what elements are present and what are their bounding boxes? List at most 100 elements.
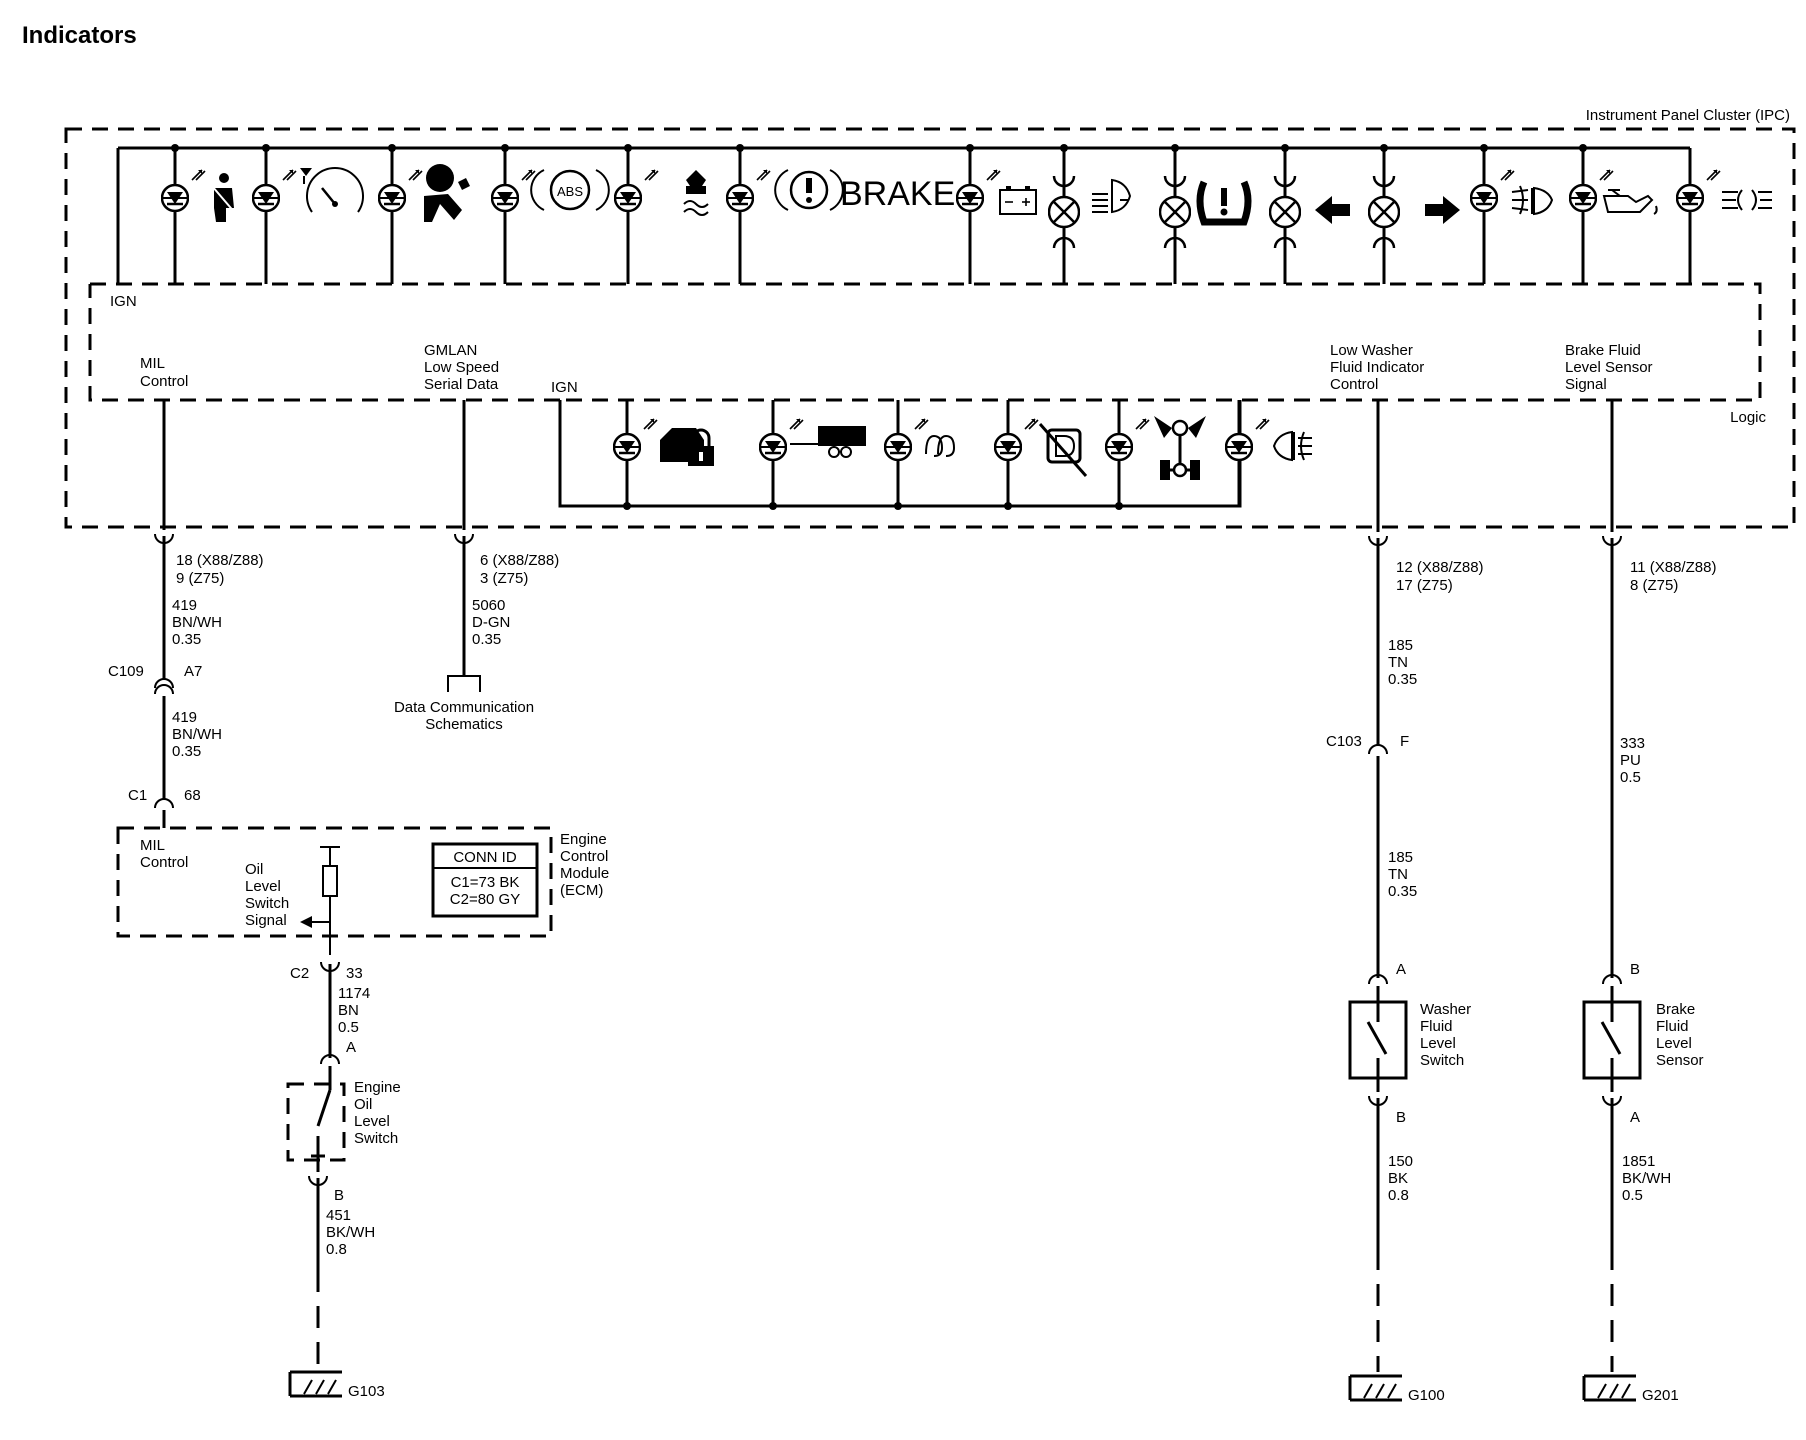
c1-label: C1 xyxy=(128,787,147,804)
arrow-right-icon xyxy=(1425,196,1460,224)
led-icon-cruise xyxy=(378,169,423,212)
brake-sensor-pin-bottom: A xyxy=(1630,1109,1640,1126)
abs-label: ABS xyxy=(557,184,583,199)
c103-connector xyxy=(1368,744,1388,755)
c109-connector xyxy=(154,678,174,695)
g103-label: G103 xyxy=(348,1383,385,1400)
c103-pin-label: F xyxy=(1400,733,1409,750)
c2-pin-label: 33 xyxy=(346,965,363,982)
oil-switch-top-connector xyxy=(320,1054,340,1065)
abs-icon: ABS xyxy=(530,169,610,211)
c2-label: C2 xyxy=(290,965,309,982)
ign-label: IGN xyxy=(110,293,137,310)
oil-switch-pin-top: A xyxy=(346,1039,356,1056)
led-icon-abs xyxy=(614,169,659,212)
oil-pressure-icon xyxy=(1602,189,1658,215)
led-icon-glow-plug xyxy=(884,418,929,461)
led-icon-airbag xyxy=(491,169,536,212)
mil-pin-label: 18 (X88/Z88)9 (Z75) xyxy=(176,552,264,587)
ground-icon-g100 xyxy=(1348,1374,1404,1402)
parking-lamp-icon xyxy=(1722,189,1772,211)
led-icon-mil xyxy=(161,169,206,212)
cruise-control-icon xyxy=(300,167,364,213)
top-indicator-wires xyxy=(173,148,1692,284)
lower-indicator-wires xyxy=(623,400,1241,510)
oil-switch-boundary xyxy=(286,1082,346,1162)
front-fog-icon xyxy=(1511,185,1554,216)
led-icon-traction xyxy=(726,169,771,212)
c103-label: C103 xyxy=(1326,733,1362,750)
g100-label: G100 xyxy=(1408,1387,1445,1404)
conn-id-c1: C1=73 BK xyxy=(451,874,520,891)
traction-control-icon xyxy=(683,170,709,216)
oil-switch-pin-bottom: B xyxy=(334,1187,344,1204)
brake-sensor-switch xyxy=(1600,986,1622,1092)
washer-switch-pin-top: A xyxy=(1396,961,1406,978)
airbag-icon xyxy=(424,164,470,222)
no-drive-icon xyxy=(1038,423,1088,477)
c1-connector xyxy=(154,798,174,809)
logic-box xyxy=(88,282,1762,402)
security-car-icon xyxy=(660,428,714,466)
glow-plug-icon xyxy=(925,434,956,457)
led-icon-parking xyxy=(1676,169,1721,212)
bulb-icon-turn-left xyxy=(1269,174,1301,250)
gmlan-pin-label: 6 (X88/Z88)3 (Z75) xyxy=(480,552,559,587)
washer-switch-pin-bottom: B xyxy=(1396,1109,1406,1126)
junction-dots xyxy=(171,144,1587,152)
rear-fog-icon xyxy=(1272,430,1312,462)
g201-label: G201 xyxy=(1642,1387,1679,1404)
led-icon-tow-haul xyxy=(759,418,804,461)
bulb-icon-tpms xyxy=(1159,174,1191,250)
conn-id-c2: C2=80 GY xyxy=(450,891,520,908)
seatbelt-icon xyxy=(211,173,237,222)
page-title: Indicators xyxy=(22,22,137,49)
brake-warning-icon: BRAKE xyxy=(774,169,955,213)
c109-label: C109 xyxy=(108,663,144,680)
bulb-icon-turn-right xyxy=(1368,174,1400,250)
ecm-pullup-resistor xyxy=(300,846,340,955)
logic-label: Logic xyxy=(1730,409,1766,426)
led-icon-no-drive xyxy=(994,418,1039,461)
ground-icon-g103 xyxy=(288,1370,344,1398)
data-comm-reference-bracket xyxy=(447,675,481,692)
ground-icon-g201 xyxy=(1582,1374,1638,1402)
washer-pin-label: 12 (X88/Z88)17 (Z75) xyxy=(1396,559,1484,594)
ipc-title: Instrument Panel Cluster (IPC) xyxy=(1586,107,1790,124)
brake-sensor-top-connector xyxy=(1602,974,1622,985)
tpms-icon xyxy=(1196,180,1252,226)
brake-pin-label: 11 (X88/Z88)8 (Z75) xyxy=(1630,559,1716,594)
washer-switch-top-connector xyxy=(1368,974,1388,985)
ign-label-2: IGN xyxy=(551,379,578,396)
conn-id-title: CONN ID xyxy=(453,849,517,866)
ecm-boundary xyxy=(116,826,553,938)
c109-pin-label: A7 xyxy=(184,663,202,680)
led-icon-security xyxy=(613,418,658,461)
led-icon-battery xyxy=(956,169,1001,212)
led-icon-rear-fog xyxy=(1225,418,1270,461)
4wd-icon xyxy=(1154,416,1206,480)
led-icon-fog-front xyxy=(1470,169,1515,212)
washer-switch xyxy=(1366,986,1388,1092)
tow-haul-icon xyxy=(790,426,866,458)
